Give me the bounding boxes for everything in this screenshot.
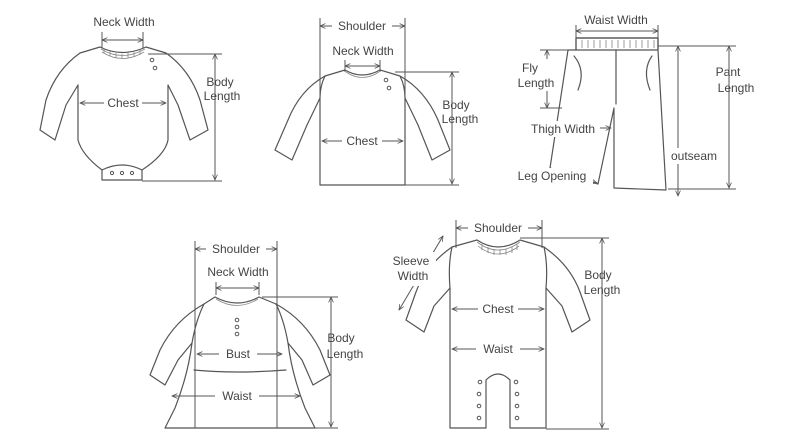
pants-waistband [575,37,659,51]
onesie-neck-width-label: Neck Width [93,15,154,29]
onesie-snap-button [119,170,125,176]
pants-pocket [573,55,582,91]
pants-leg-opening-label: Leg Opening [518,169,587,183]
sweater-shoulder-label-bg [332,18,392,34]
pants-figure [549,37,667,191]
onesie-snap-button [152,65,158,71]
romper-snap-button [477,379,483,385]
romper-snap-button [476,403,482,409]
pants-waist-width-label: Waist Width [584,13,648,27]
pants-leg-label-bg [511,168,593,184]
dress-sleeve-seam [191,303,289,344]
dress-neck-width-label: Neck Width [207,265,268,279]
romper-chest-label: Chest [482,302,514,316]
dress-waist-label-bg [215,388,259,404]
onesie-outline [39,46,209,181]
romper-sleeve-label: Sleeve [393,254,430,268]
dress-button [234,324,240,330]
onesie-chest-label: Chest [107,96,139,110]
romper-snap-button [476,415,482,421]
dress-waist-label: Waist [222,389,252,403]
sweater-collar [345,71,380,78]
romper-snap-button [476,391,482,397]
pants-fly-label: Fly [522,61,538,75]
pants-outseam-label: outseam [671,149,717,163]
romper-sleeve-width-label: Width [398,269,429,283]
sweater-length-label: Length [442,112,479,126]
dress-collar [215,298,259,306]
romper-snap-button [514,391,520,397]
sweater-button [383,77,389,83]
onesie-length-label: Length [204,89,241,103]
sweater-outline [274,69,451,186]
romper-collar [476,241,521,255]
romper-sleeve-seam [448,246,548,289]
dress-figure [149,296,331,429]
onesie-body-label: Body [206,75,233,89]
dress-shoulder-label: Shoulder [212,242,260,256]
dress-button [234,331,240,337]
dress-waist-seam [193,369,287,373]
pants-thigh-width-label: Thigh Width [531,122,595,136]
romper-sleeve-label-bg [388,252,436,286]
sweater-sleeve-seam [319,75,406,99]
sweater-shoulder-label: Shoulder [338,19,386,33]
dress-body-label: Body [327,331,354,345]
dress-bust-label-bg [219,346,257,362]
onesie-snap-button [129,170,135,176]
sweater-figure [274,69,451,186]
dress-outline [149,296,331,429]
pants-waistband-rib [581,40,655,48]
pants-fly-label-bg [513,59,561,91]
sweater-chest-label-bg [342,133,382,149]
onesie-collar [100,48,146,59]
sweater-chest-label: Chest [346,134,378,148]
romper-snap-button [514,403,520,409]
pants-pant-label: Pant [716,65,741,79]
dress-button [234,317,240,323]
romper-body-label: Body [584,268,611,282]
romper-chest-label-bg [478,301,518,317]
romper-snap-button [514,415,520,421]
onesie-figure [39,46,209,181]
sweater-body-label: Body [442,98,469,112]
romper-shoulder-label-bg [468,220,528,236]
romper-length-label: Length [584,283,621,297]
dress-bust-label: Bust [226,347,251,361]
pants-thigh-label-bg [526,121,600,137]
pants-pant-length-label: Length [718,81,755,95]
onesie-snap-button [109,170,115,176]
pants-outseam-label-bg [667,148,722,164]
onesie-snap-button [149,57,155,63]
romper-waist-label: Waist [483,342,513,356]
pants-fly-length-label: Length [518,76,555,90]
pants-pocket [645,55,653,91]
dress-shoulder-label-bg [206,241,266,257]
romper-snap-button [513,379,519,385]
sweater-button [386,85,392,91]
romper-waist-label-bg [476,341,520,357]
sweater-neck-width-label: Neck Width [332,44,393,58]
romper-shoulder-label: Shoulder [474,221,522,235]
onesie-leg-openings [101,164,143,171]
onesie-chest-label-bg [104,95,142,111]
dress-length-label: Length [327,347,364,361]
